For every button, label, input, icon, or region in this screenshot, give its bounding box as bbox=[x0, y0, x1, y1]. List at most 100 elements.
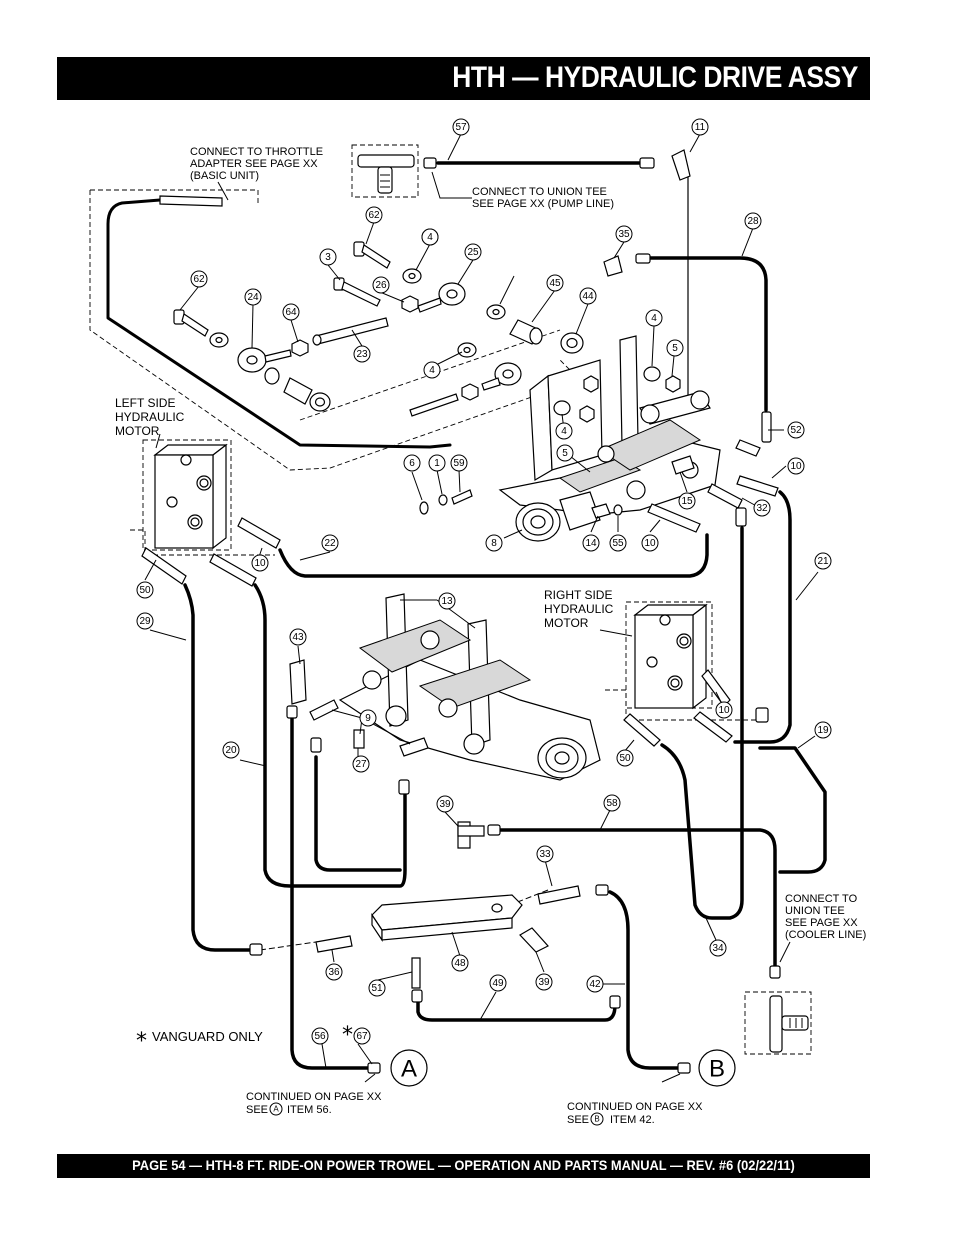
callout-label: 10 bbox=[644, 538, 656, 549]
callout-28: 28 bbox=[744, 212, 762, 230]
callout-8: 8 bbox=[485, 534, 503, 552]
callout-15: 15 bbox=[678, 492, 696, 510]
callout-43: 43 bbox=[289, 628, 307, 646]
callout-label: 42 bbox=[589, 979, 601, 990]
left-hydraulic-motor bbox=[153, 443, 228, 550]
callout-label: 50 bbox=[139, 585, 151, 596]
callout-label: 11 bbox=[695, 122, 706, 133]
callout-3: 3 bbox=[319, 248, 337, 266]
callout-label: 10 bbox=[718, 705, 730, 716]
callout-label: 21 bbox=[817, 556, 829, 567]
callout-10: 10 bbox=[251, 554, 269, 572]
callout-5: 5 bbox=[556, 444, 574, 462]
note-union-pump-1: CONNECT TO UNION TEE bbox=[472, 186, 607, 198]
callout-label: 4 bbox=[651, 313, 657, 324]
callout-label: 28 bbox=[747, 216, 759, 227]
callout-label: 64 bbox=[285, 307, 297, 318]
callout-label: 6 bbox=[409, 458, 415, 469]
callout-25: 25 bbox=[464, 243, 482, 261]
callout-label: 4 bbox=[427, 232, 433, 243]
callout-label: 39 bbox=[538, 977, 550, 988]
callout-label: 9 bbox=[365, 713, 371, 724]
note-cont-a-3: ITEM 56. bbox=[287, 1104, 332, 1116]
callout-label: 25 bbox=[467, 247, 479, 258]
note-cont-b-2: SEE bbox=[567, 1114, 589, 1126]
callout-label: 26 bbox=[375, 280, 387, 291]
callout-39: 39 bbox=[436, 795, 454, 813]
callout-label: 29 bbox=[139, 616, 151, 627]
callout-label: 15 bbox=[681, 496, 693, 507]
callout-4: 4 bbox=[421, 228, 439, 246]
callout-label: 14 bbox=[585, 538, 597, 549]
hose-fittings bbox=[141, 149, 781, 1074]
callout-label: 52 bbox=[790, 425, 802, 436]
right-hydraulic-motor bbox=[633, 603, 708, 710]
note-left-motor-2: HYDRAULIC bbox=[115, 410, 185, 424]
callout-62: 62 bbox=[190, 270, 208, 288]
upper-gearbox-assembly bbox=[419, 335, 721, 542]
manifold-block bbox=[315, 821, 581, 989]
callout-label: 43 bbox=[292, 632, 304, 643]
callout-5: 5 bbox=[666, 339, 684, 357]
callout-label: 35 bbox=[618, 229, 630, 240]
note-right-motor-2: HYDRAULIC bbox=[544, 602, 614, 616]
callout-35: 35 bbox=[615, 225, 633, 243]
callout-label: 13 bbox=[441, 596, 453, 607]
diagram-notes: CONNECT TO THROTTLE ADAPTER SEE PAGE XX … bbox=[115, 146, 866, 1126]
callout-10: 10 bbox=[787, 457, 805, 475]
callout-56: 56 bbox=[311, 1027, 329, 1045]
callout-label: 5 bbox=[562, 448, 568, 459]
page-title: HTH — HYDRAULIC DRIVE ASSY bbox=[452, 61, 858, 94]
callout-label: 39 bbox=[439, 799, 451, 810]
callout-36: 36 bbox=[325, 963, 343, 981]
callout-48: 48 bbox=[451, 954, 469, 972]
callout-label: 49 bbox=[492, 978, 504, 989]
part-callouts: 5711286242535342645446224642345452106159… bbox=[136, 118, 832, 1045]
callout-67: 67 bbox=[353, 1027, 371, 1045]
callout-label: 55 bbox=[612, 538, 624, 549]
callout-32: 32 bbox=[753, 499, 771, 517]
callout-55: 55 bbox=[609, 534, 627, 552]
note-throttle-3: (BASIC UNIT) bbox=[190, 170, 259, 182]
callout-27: 27 bbox=[352, 755, 370, 773]
callout-10: 10 bbox=[641, 534, 659, 552]
callout-label: 27 bbox=[355, 759, 367, 770]
callout-label: 5 bbox=[672, 343, 678, 354]
callout-23: 23 bbox=[353, 345, 371, 363]
callout-22: 22 bbox=[321, 534, 339, 552]
callout-label: 48 bbox=[454, 958, 466, 969]
callout-62: 62 bbox=[365, 206, 383, 224]
callout-label: 3 bbox=[325, 252, 331, 263]
callout-52: 52 bbox=[787, 421, 805, 439]
footer-text: PAGE 54 — HTH-8 FT. RIDE-ON POWER TROWEL… bbox=[132, 1157, 795, 1173]
note-right-motor-1: RIGHT SIDE bbox=[544, 588, 612, 602]
note-cont-a-1: CONTINUED ON PAGE XX bbox=[246, 1091, 382, 1103]
vanguard-star-icon-2: * bbox=[342, 1023, 353, 1048]
leader-lines bbox=[144, 133, 819, 1083]
callout-label: 4 bbox=[429, 365, 435, 376]
callout-13: 13 bbox=[438, 592, 456, 610]
callout-58: 58 bbox=[603, 794, 621, 812]
callout-label: 67 bbox=[356, 1031, 368, 1042]
callout-label: 19 bbox=[817, 725, 829, 736]
callout-label: 57 bbox=[455, 122, 467, 133]
callout-64: 64 bbox=[282, 303, 300, 321]
lower-gearbox-assembly bbox=[338, 593, 601, 781]
note-union-cooler-4: (COOLER LINE) bbox=[785, 929, 866, 941]
note-cont-b-3: ITEM 42. bbox=[610, 1114, 655, 1126]
callout-label: 59 bbox=[453, 458, 465, 469]
callout-label: 62 bbox=[368, 210, 380, 221]
callout-29: 29 bbox=[136, 612, 154, 630]
note-union-cooler-2: UNION TEE bbox=[785, 905, 845, 917]
callout-label: 10 bbox=[790, 461, 802, 472]
callout-34: 34 bbox=[709, 939, 727, 957]
callout-label: 62 bbox=[193, 274, 205, 285]
vanguard-star-icon: * bbox=[136, 1029, 147, 1054]
callout-45: 45 bbox=[546, 274, 564, 292]
note-throttle-2: ADAPTER SEE PAGE XX bbox=[190, 158, 318, 170]
callout-21: 21 bbox=[814, 552, 832, 570]
callout-label: 4 bbox=[561, 426, 567, 437]
note-cont-b-1: CONTINUED ON PAGE XX bbox=[567, 1101, 703, 1113]
union-tee-top bbox=[357, 154, 415, 194]
